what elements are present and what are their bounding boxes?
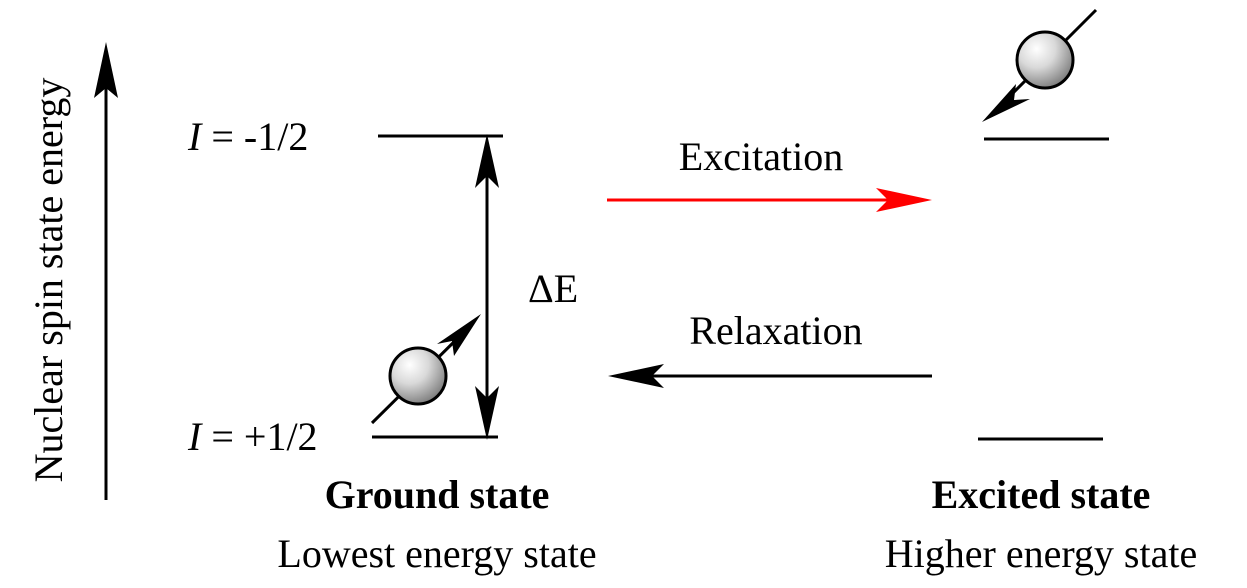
ground-state-subtitle: Lowest energy state	[277, 531, 596, 576]
excitation-arrow	[607, 188, 932, 212]
axis-label: Nuclear spin state energy	[26, 78, 71, 483]
excitation-label: Excitation	[679, 134, 843, 179]
lower-level-label: I = +1/2	[187, 414, 318, 459]
upper-level-label: I = -1/2	[187, 114, 308, 159]
excited-state-title: Excited state	[932, 472, 1151, 517]
spin-down-arrowhead	[982, 84, 1030, 122]
energy-axis	[94, 42, 118, 500]
delta-e-arrow	[475, 134, 499, 440]
relaxation-arrow	[608, 364, 932, 388]
axis-arrowhead	[94, 42, 118, 98]
relaxation-label: Relaxation	[689, 308, 862, 353]
delta-e-label: ΔE	[528, 266, 578, 311]
ground-state-title: Ground state	[325, 472, 550, 517]
excited-spin-nucleus	[982, 8, 1098, 122]
spin-up-arrowhead	[437, 314, 481, 356]
excited-state-subtitle: Higher energy state	[885, 531, 1197, 576]
ground-spin-nucleus	[370, 314, 481, 425]
